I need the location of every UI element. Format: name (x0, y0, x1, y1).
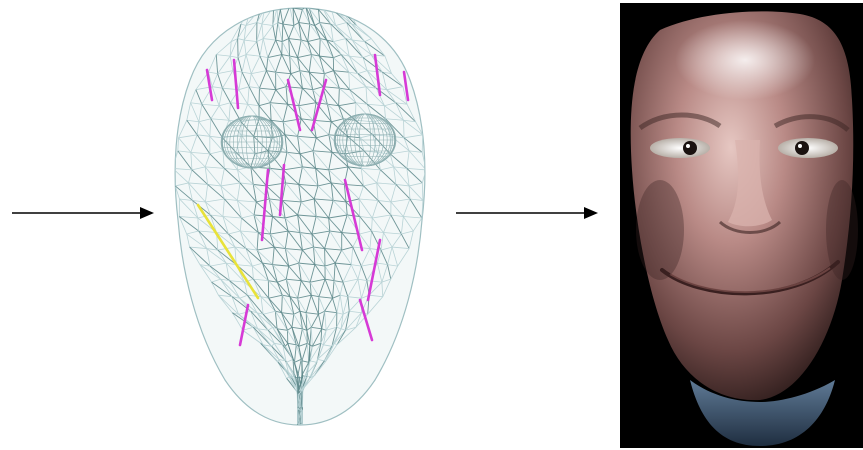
mesh-edge (335, 7, 338, 10)
forehead-highlight (675, 20, 815, 100)
input-arrow (12, 207, 154, 219)
mesh-edge (264, 7, 273, 10)
wireframe-face-mesh (173, 7, 426, 427)
mesh-edge (404, 120, 405, 138)
mesh-edge (252, 7, 261, 9)
mesh-edge (322, 7, 331, 9)
rendered-face (620, 3, 863, 448)
render-right-eye (778, 138, 838, 158)
output-arrow (456, 207, 598, 219)
mesh-edge (331, 8, 334, 10)
mesh-edge (338, 7, 347, 9)
render-left-eye (650, 138, 710, 158)
mesh-edge (274, 7, 277, 9)
mesh-edge (261, 8, 264, 10)
